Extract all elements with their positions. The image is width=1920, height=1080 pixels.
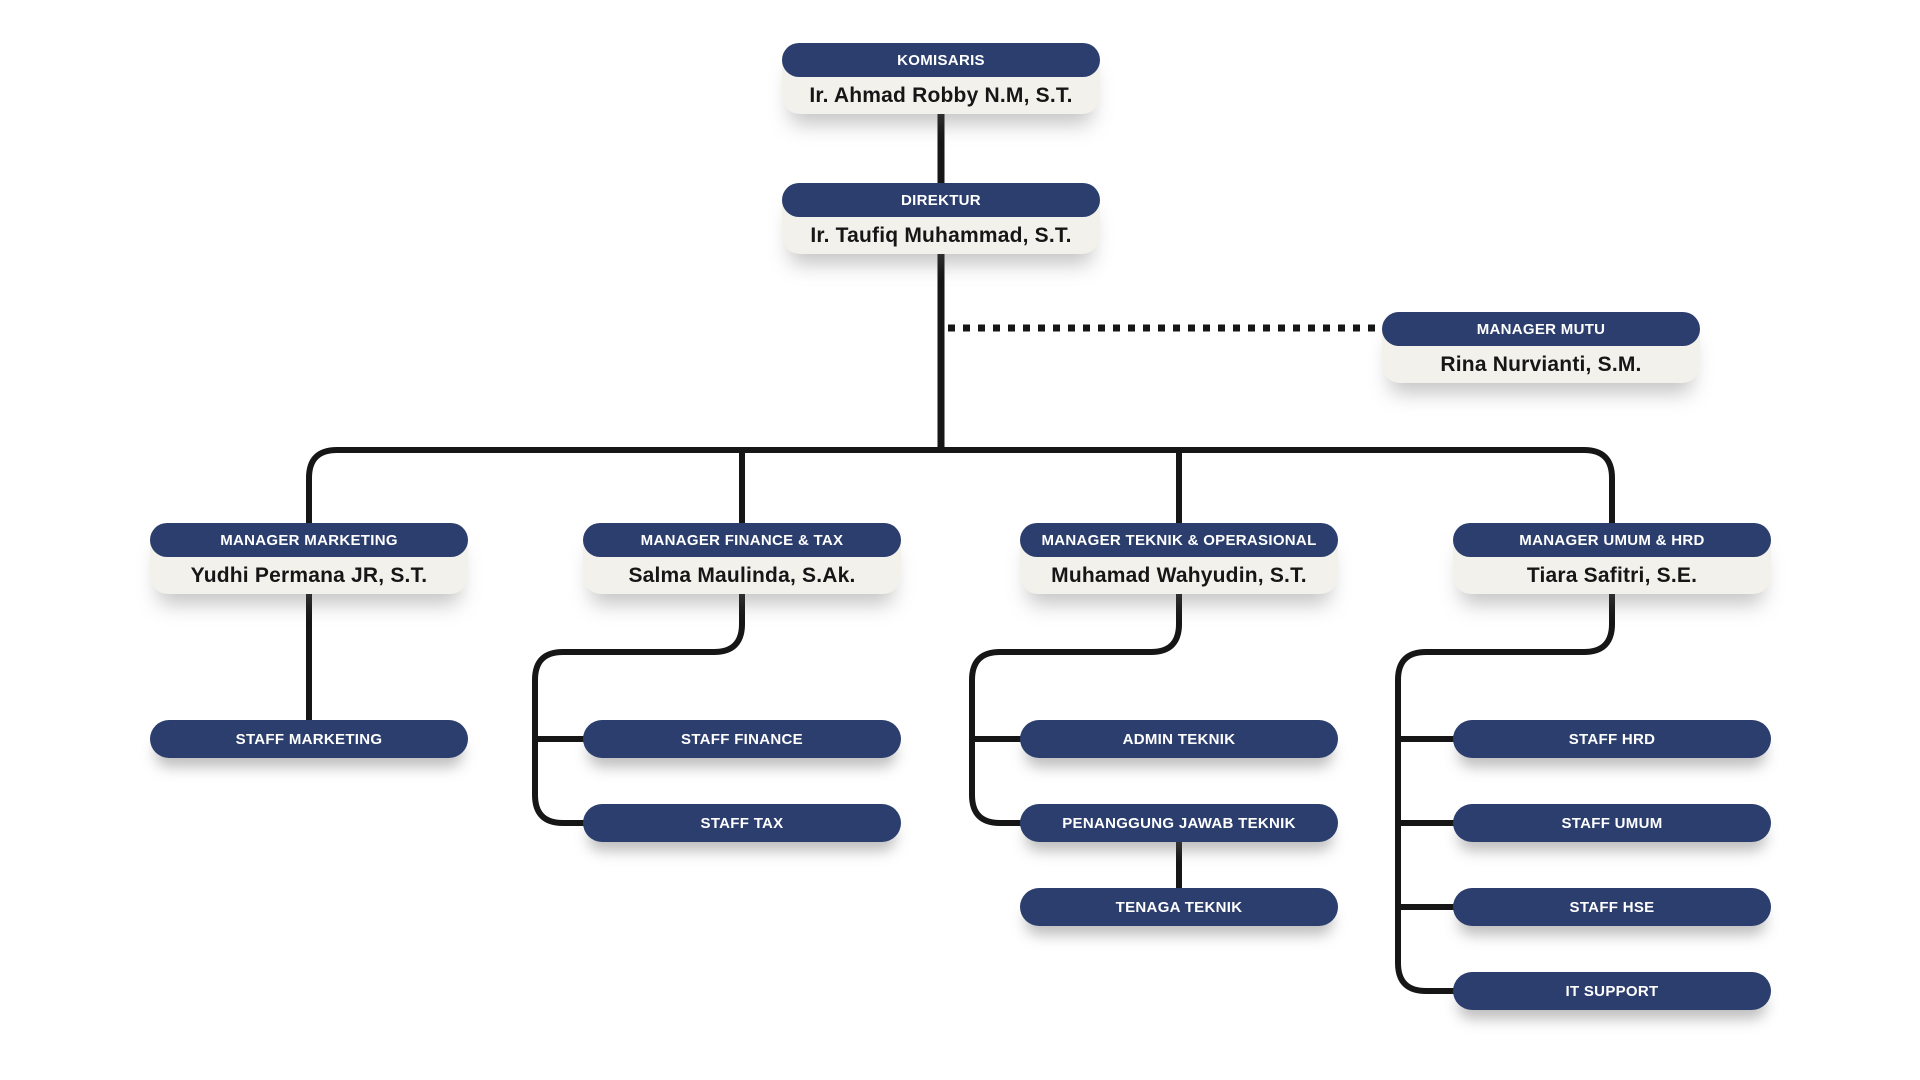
role-badge: MANAGER MARKETING: [150, 523, 468, 557]
person-name: Muhamad Wahyudin, S.T.: [1051, 563, 1307, 587]
node-it-support: IT SUPPORT: [1453, 972, 1771, 1010]
role-label: MANAGER TEKNIK & OPERASIONAL: [1041, 531, 1317, 549]
node-manager-teknik-operasional: MANAGER TEKNIK & OPERASIONAL Muhamad Wah…: [1020, 523, 1338, 594]
role-badge: MANAGER MUTU: [1382, 312, 1700, 346]
branch-finance: [532, 588, 745, 826]
node-penanggung-jawab-teknik: PENANGGUNG JAWAB TEKNIK: [1020, 804, 1338, 842]
node-staff-hrd: STAFF HRD: [1453, 720, 1771, 758]
role-label: MANAGER MUTU: [1476, 320, 1606, 338]
person-name: Rina Nurvianti, S.M.: [1440, 352, 1642, 376]
branch-umum: [1395, 588, 1615, 994]
person-name: Yudhi Permana JR, S.T.: [190, 563, 428, 587]
person-name: Salma Maulinda, S.Ak.: [628, 563, 856, 587]
role-label: MANAGER FINANCE & TAX: [640, 531, 844, 549]
role-badge: MANAGER TEKNIK & OPERASIONAL: [1020, 523, 1338, 557]
node-manager-finance-tax: MANAGER FINANCE & TAX Salma Maulinda, S.…: [583, 523, 901, 594]
node-staff-umum: STAFF UMUM: [1453, 804, 1771, 842]
node-direktur: DIREKTUR Ir. Taufiq Muhammad, S.T.: [782, 183, 1100, 254]
node-manager-umum-hrd: MANAGER UMUM & HRD Tiara Safitri, S.E.: [1453, 523, 1771, 594]
role-label: MANAGER UMUM & HRD: [1519, 531, 1705, 549]
role-badge: MANAGER UMUM & HRD: [1453, 523, 1771, 557]
node-manager-mutu: MANAGER MUTU Rina Nurvianti, S.M.: [1382, 312, 1700, 383]
person-name: Ir. Ahmad Robby N.M, S.T.: [809, 83, 1073, 107]
role-badge: KOMISARIS: [782, 43, 1100, 77]
node-admin-teknik: ADMIN TEKNIK: [1020, 720, 1338, 758]
person-name: Tiara Safitri, S.E.: [1526, 563, 1698, 587]
person-name: Ir. Taufiq Muhammad, S.T.: [810, 223, 1072, 247]
role-label: KOMISARIS: [897, 51, 985, 69]
node-tenaga-teknik: TENAGA TEKNIK: [1020, 888, 1338, 926]
role-label: DIREKTUR: [901, 191, 981, 209]
role-badge: DIREKTUR: [782, 183, 1100, 217]
node-staff-hse: STAFF HSE: [1453, 888, 1771, 926]
node-manager-marketing: MANAGER MARKETING Yudhi Permana JR, S.T.: [150, 523, 468, 594]
branch-teknik: [969, 588, 1182, 826]
role-label: MANAGER MARKETING: [220, 531, 398, 549]
link-distributor-bar: [306, 447, 1615, 525]
node-komisaris: KOMISARIS Ir. Ahmad Robby N.M, S.T.: [782, 43, 1100, 114]
node-staff-tax: STAFF TAX: [583, 804, 901, 842]
role-badge: MANAGER FINANCE & TAX: [583, 523, 901, 557]
node-staff-marketing: STAFF MARKETING: [150, 720, 468, 758]
node-staff-finance: STAFF FINANCE: [583, 720, 901, 758]
